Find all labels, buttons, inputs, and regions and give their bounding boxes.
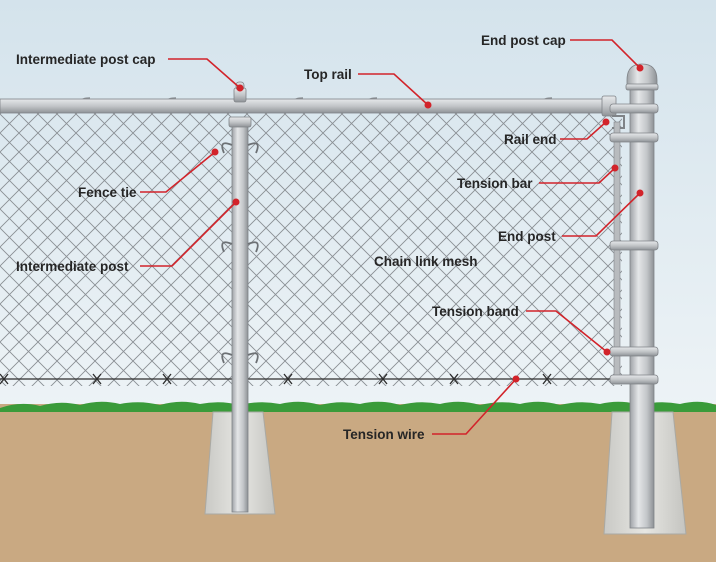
tension-wire-ties	[0, 373, 552, 385]
tension-bands	[609, 103, 659, 385]
grass-strip	[0, 401, 716, 412]
chain-link-mesh	[0, 104, 622, 386]
label-rail-end: Rail end	[504, 132, 557, 147]
leader-end-post	[562, 192, 641, 237]
label-chain-link-mesh: Chain link mesh	[374, 254, 478, 269]
label-tension-wire: Tension wire	[343, 427, 425, 442]
ground	[0, 404, 716, 562]
leader-top-rail	[358, 73, 429, 106]
tension-bar	[613, 121, 621, 385]
intermediate-post-collar	[228, 116, 252, 128]
leader-fence-tie	[140, 151, 216, 193]
leader-tension-band	[526, 310, 608, 353]
end-post	[629, 83, 655, 529]
leader-rail-end	[560, 121, 607, 140]
label-end-post: End post	[498, 229, 556, 244]
leader-lines	[140, 39, 641, 435]
label-fence-tie: Fence tie	[78, 185, 137, 200]
label-tension-bar: Tension bar	[457, 176, 533, 191]
label-end-post-cap: End post cap	[481, 33, 566, 48]
label-tension-band: Tension band	[432, 304, 519, 319]
leader-dots	[211, 64, 644, 383]
leader-intermediate-post	[140, 201, 237, 267]
leader-end-post-cap	[570, 39, 641, 69]
leader-intermediate-post-cap	[168, 58, 241, 89]
label-intermediate-post-cap: Intermediate post cap	[16, 52, 156, 67]
fence-ties	[221, 142, 259, 364]
label-intermediate-post: Intermediate post	[16, 259, 129, 274]
leader-tension-wire	[432, 378, 517, 435]
leader-tension-bar	[539, 167, 616, 184]
intermediate-post	[231, 119, 249, 513]
end-post-cap	[625, 63, 659, 91]
label-top-rail: Top rail	[304, 67, 352, 82]
top-rail	[0, 98, 615, 114]
